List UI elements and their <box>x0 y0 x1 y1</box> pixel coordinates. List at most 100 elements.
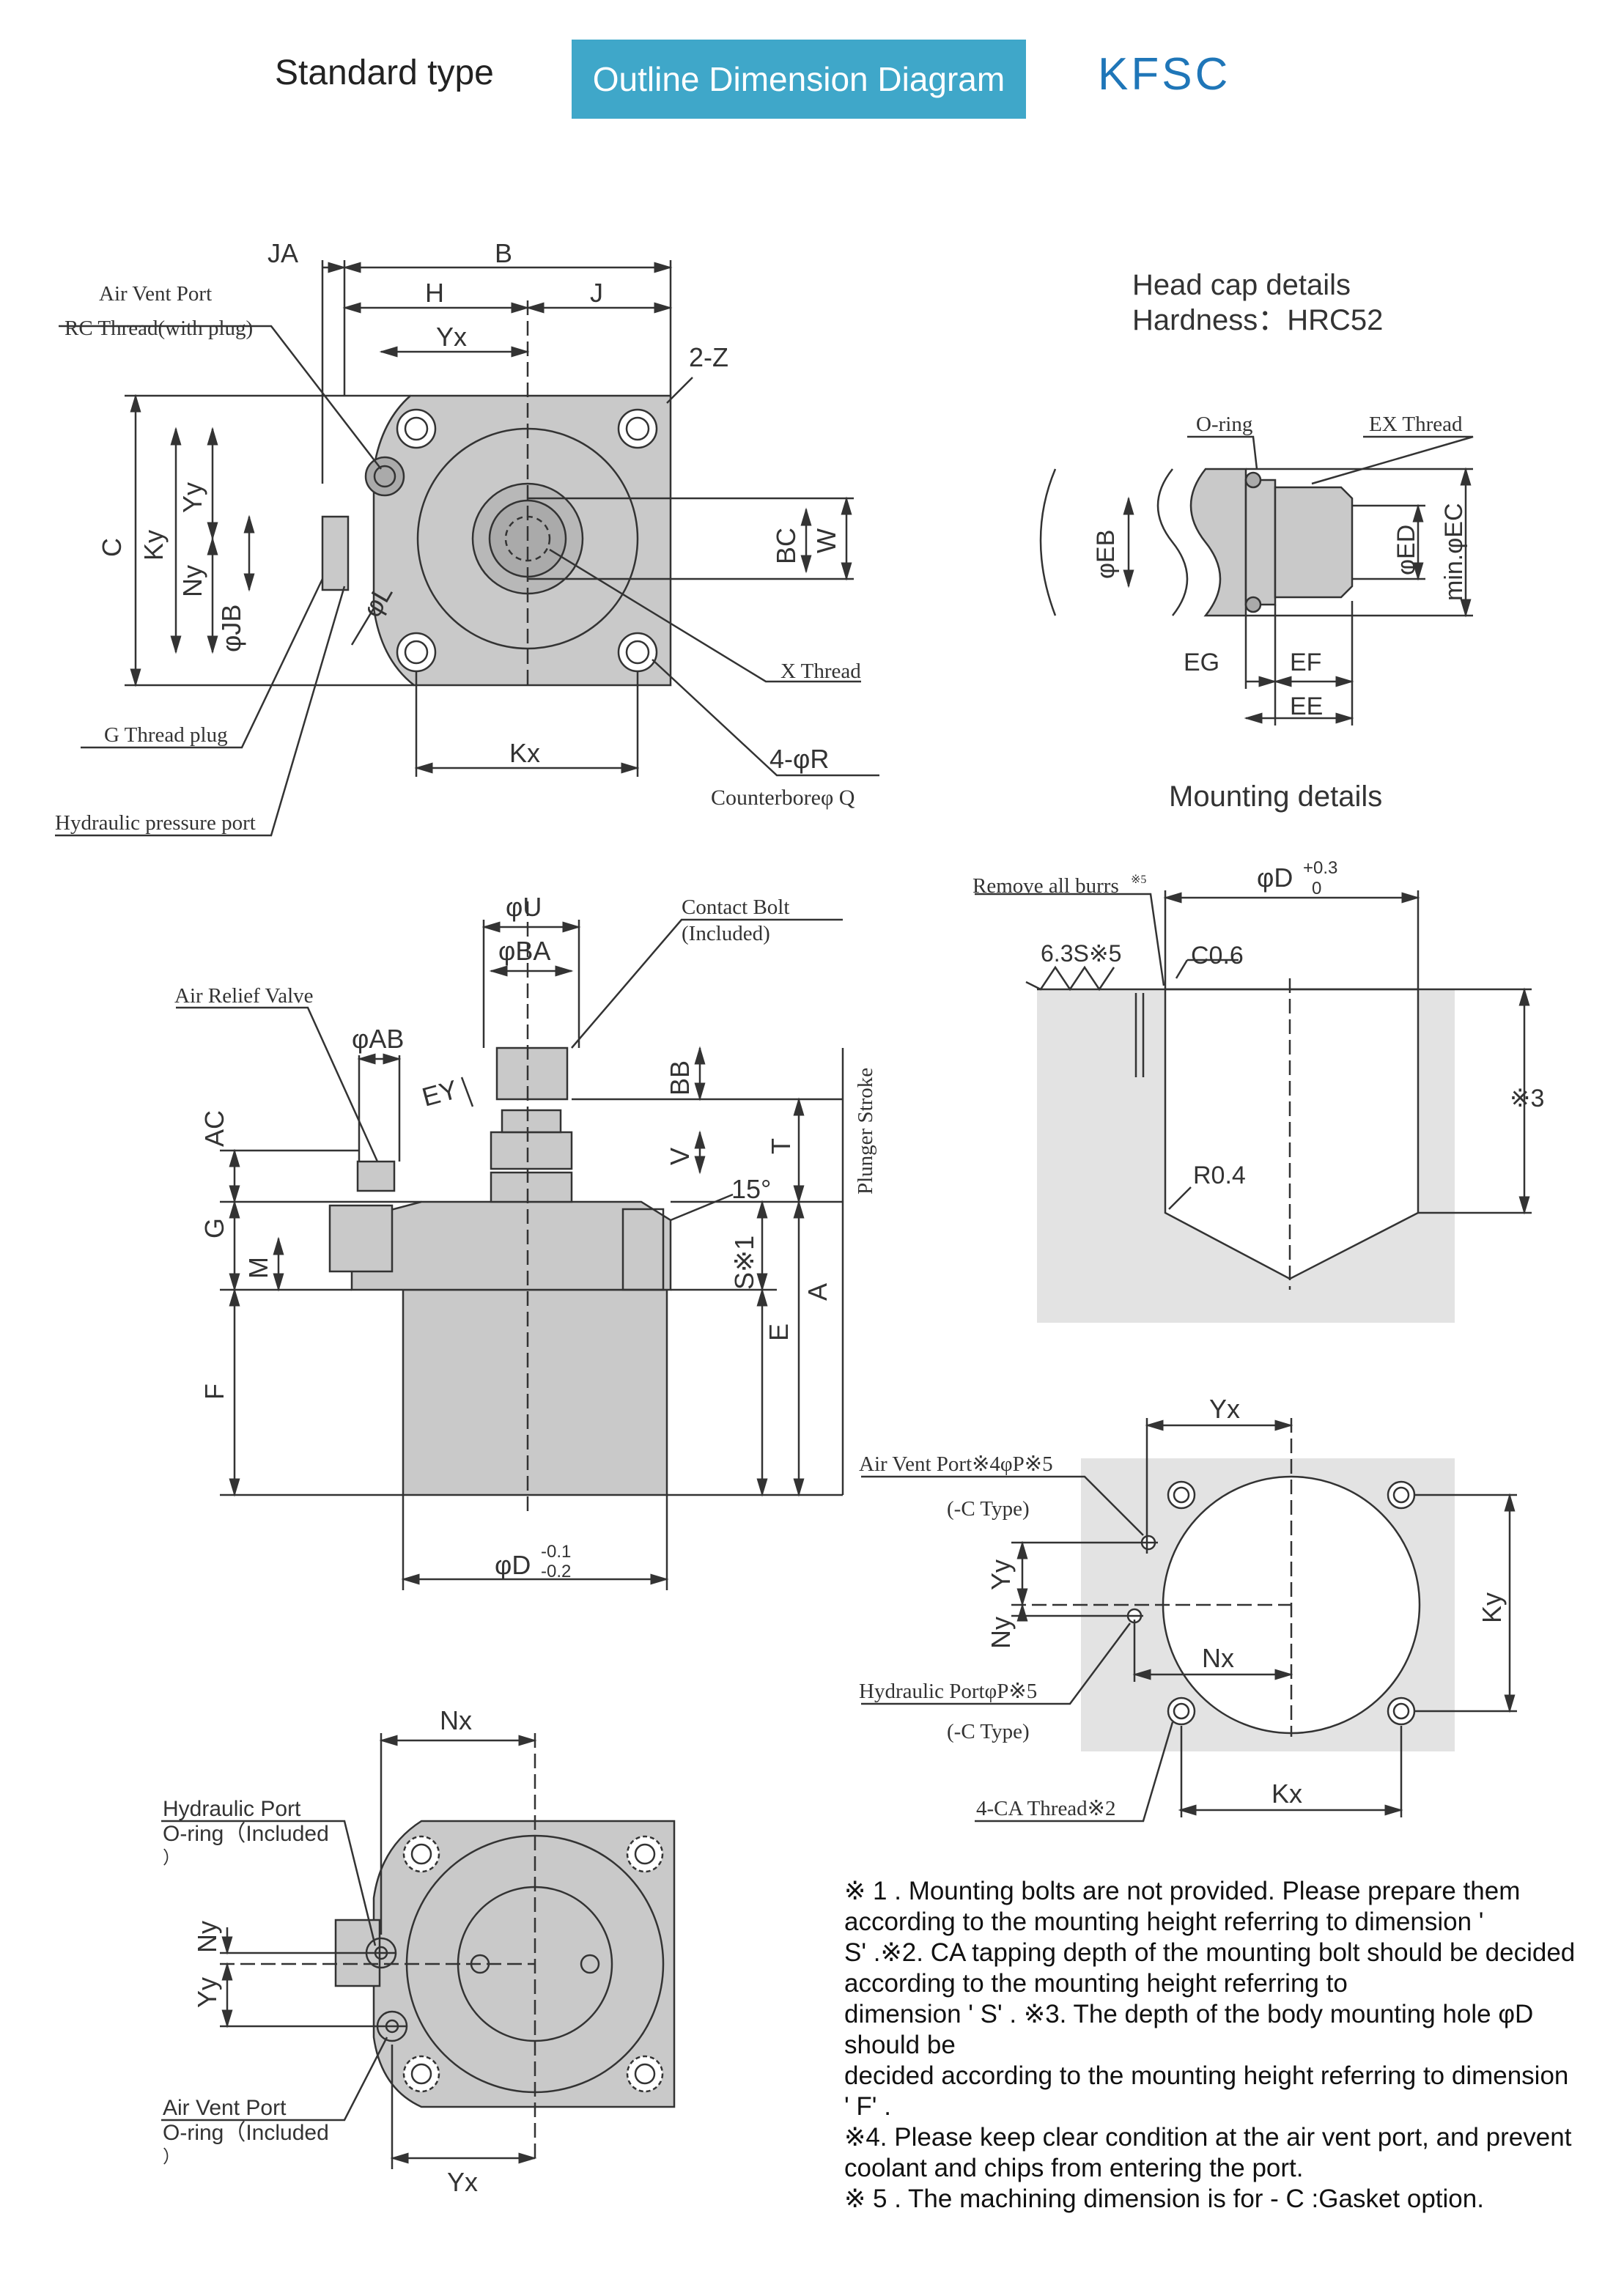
air-relief-valve-label: Air Relief Valve <box>174 984 314 1008</box>
radius-label: R0.4 <box>1193 1162 1246 1189</box>
mount-d-sub: 0 <box>1312 879 1321 898</box>
bottom-air-oring: O-ring（Included <box>163 2121 329 2145</box>
note-line: decided according to the mounting height… <box>844 2061 1569 2121</box>
top-view <box>55 260 879 837</box>
dim-ef: EF <box>1290 649 1321 676</box>
plan-ca-thread-label: 4-CA Thread※2 <box>976 1797 1115 1820</box>
hydraulic-port-side <box>328 1204 394 1273</box>
bolt-hole <box>396 408 437 449</box>
dim-ee: EE <box>1290 693 1323 720</box>
bottom-view <box>161 1733 676 2169</box>
plan-air-vent-label: Air Vent Port※4φP※5 <box>859 1452 1053 1476</box>
mount-d-label: φD <box>1257 863 1293 893</box>
depth-note-label: ※3 <box>1510 1085 1544 1112</box>
bottom-air-paren: ） <box>163 2147 180 2167</box>
dim-2z: 2-Z <box>689 342 728 372</box>
ca-thread <box>1167 1696 1196 1726</box>
air-vent-port-label: Air Vent Port <box>99 282 212 306</box>
ca-thread <box>1387 1480 1416 1510</box>
bottom-hydraulic-paren: ） <box>163 1848 180 1868</box>
remove-burrs-label: Remove all burrs <box>972 874 1119 898</box>
dim-bb: BB <box>665 1060 695 1096</box>
plan-yy: Yy <box>986 1559 1016 1590</box>
bottom-yy: Yy <box>192 1977 222 2008</box>
chamfer-label: C0.6 <box>1191 942 1244 970</box>
plan-hydraulic-type: (-C Type) <box>947 1720 1030 1743</box>
mount-d-sup: +0.3 <box>1303 858 1337 878</box>
plan-kx: Kx <box>1271 1779 1302 1809</box>
plunger-stroke-label: Plunger Stroke <box>854 1068 877 1194</box>
plan-ny: Ny <box>986 1617 1016 1649</box>
dim-ec: min.φEC <box>1440 503 1468 601</box>
outline-dimension-badge: Outline Dimension Diagram <box>572 40 1026 119</box>
plan-air-vent-type: (-C Type) <box>947 1497 1030 1521</box>
plan-nx: Nx <box>1202 1643 1234 1673</box>
roughness-label: 6.3S※5 <box>1041 940 1121 967</box>
g-thread-plug-label: G Thread plug <box>104 723 228 747</box>
side-view <box>176 901 844 1590</box>
counterbore-label: Counterboreφ Q <box>711 786 855 810</box>
dim-yy: Yy <box>177 482 207 513</box>
bottom-yx: Yx <box>447 2167 478 2197</box>
contact-bolt <box>495 1046 569 1101</box>
note-line: ※ 1 . Mounting bolts are not provided. P… <box>844 1877 1521 1905</box>
head-cap-hardness: Hardness：HRC52 <box>1132 304 1383 336</box>
cylinder-body <box>402 1288 668 1496</box>
dim-15deg: 15° <box>731 1174 771 1204</box>
dim-ky: Ky <box>139 530 169 561</box>
note-line: ※ 5 . The machining dimension is for - C… <box>844 2185 1484 2213</box>
dim-eg: EG <box>1184 649 1219 676</box>
bolt-hole <box>396 632 437 673</box>
ca-thread <box>1167 1480 1196 1510</box>
bolt-hole <box>617 632 658 673</box>
dim-d: φD <box>495 1550 531 1580</box>
bottom-view-labels: Nx Ny Yy Yx Hydraulic Port O-ring（Includ… <box>163 1705 478 2197</box>
dim-ac: AC <box>199 1110 229 1147</box>
note-line: S' .※2. CA tapping depth of the mounting… <box>844 1938 1576 1998</box>
dim-d-tol-sup: -0.1 <box>541 1542 571 1562</box>
dim-ba: φBA <box>498 936 550 966</box>
note-line: ※4. Please keep clear condition at the a… <box>844 2123 1572 2182</box>
bottom-hydraulic-port: Hydraulic Port <box>163 1797 301 1821</box>
remove-burrs-mark: ※5 <box>1131 874 1146 886</box>
dim-d-tol-sub: -0.2 <box>541 1562 571 1581</box>
mounting-detail <box>975 890 1532 1323</box>
bottom-nx: Nx <box>440 1705 472 1735</box>
dim-a: A <box>802 1283 833 1301</box>
head-cap-detail <box>1039 435 1474 725</box>
o-ring <box>1244 471 1262 489</box>
dim-jb: φJB <box>216 605 246 652</box>
included-label: (Included) <box>682 922 770 945</box>
x-thread-label: X Thread <box>780 660 861 683</box>
dim-c: C <box>97 538 127 557</box>
dim-ny: Ny <box>177 565 207 597</box>
dim-j: J <box>590 278 603 308</box>
dim-bc: BC <box>771 528 801 564</box>
mounting-plan <box>861 1418 1517 1823</box>
o-ring-label: O-ring <box>1196 413 1252 436</box>
head-cap-title: Head cap details <box>1132 269 1351 301</box>
dim-t: T <box>766 1138 796 1154</box>
model-label: KFSC <box>1098 49 1231 100</box>
head-cap-labels: Head cap details Hardness：HRC52 O-ring E… <box>1092 269 1468 720</box>
dim-h: H <box>425 278 444 308</box>
dim-u: φU <box>506 892 542 922</box>
note-line: dimension ' S' . ※3. The depth of the bo… <box>844 2000 1534 2059</box>
dim-v: V <box>665 1148 695 1165</box>
dim-ab: φAB <box>352 1024 404 1054</box>
contact-bolt-label: Contact Bolt <box>682 896 789 919</box>
bottom-ny: Ny <box>192 1921 222 1953</box>
dim-g: G <box>199 1218 229 1238</box>
hex-nut <box>490 1131 573 1170</box>
dim-ed: φED <box>1392 525 1420 575</box>
mounting-plan-labels: Yx Ky Yy Ny Nx Kx Air Vent Port※4φP※5 (-… <box>859 1394 1507 1820</box>
dim-f: F <box>199 1384 229 1400</box>
dim-kx: Kx <box>509 738 540 768</box>
ex-thread-label: EX Thread <box>1369 413 1463 436</box>
dim-b: B <box>495 238 512 268</box>
dim-ey: EY <box>418 1074 460 1112</box>
dim-e: E <box>764 1323 794 1341</box>
dim-ja: JA <box>267 238 298 268</box>
dim-s: S※1 <box>729 1236 759 1290</box>
